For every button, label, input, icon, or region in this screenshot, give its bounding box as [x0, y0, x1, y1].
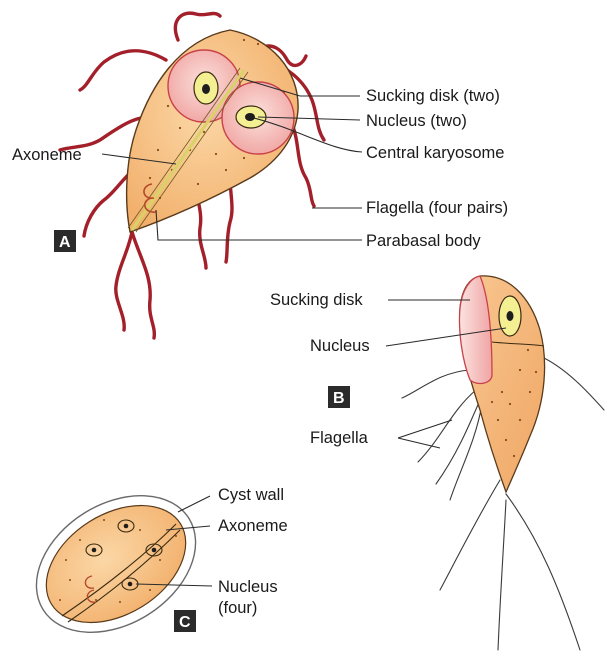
label-nucleus-b: Nucleus	[310, 337, 370, 355]
flagellum-a11	[132, 232, 154, 338]
panel-label-a: A	[59, 234, 71, 251]
flagellum-b5	[540, 356, 604, 410]
label-parabasal-body: Parabasal body	[366, 232, 481, 250]
leader-cyst-wall	[178, 496, 210, 512]
label-sucking-disk-b: Sucking disk	[270, 291, 363, 309]
label-central-karyosome: Central karyosome	[366, 144, 504, 162]
flagellum-b8	[506, 494, 580, 650]
panel-label-c: C	[179, 614, 191, 631]
karyosome-b	[507, 311, 514, 321]
cyst: Cyst wall Axoneme Nucleus (four) C	[11, 468, 287, 653]
flagellum-b3	[436, 400, 480, 484]
flagellum-a10	[116, 232, 132, 330]
label-flagella-b: Flagella	[310, 429, 369, 447]
label-flagella-four-pairs: Flagella (four pairs)	[366, 199, 508, 217]
label-nucleus-four: (four)	[218, 599, 257, 617]
label-axoneme-a: Axoneme	[12, 146, 82, 164]
karyosome-left	[202, 84, 210, 94]
leader-parabasal	[156, 210, 362, 240]
label-nucleus-two: Nucleus (two)	[366, 112, 467, 130]
flagellum-b2	[418, 390, 476, 462]
label-nucleus-c: Nucleus	[218, 578, 278, 596]
flagellum-b7	[498, 500, 506, 650]
flagellum-b1	[402, 370, 470, 398]
label-axoneme-c: Axoneme	[218, 517, 288, 535]
flagellum-a7	[292, 124, 314, 206]
label-sucking-disk-two: Sucking disk (two)	[366, 87, 500, 105]
panel-label-b: B	[333, 390, 345, 407]
flagellum-b6	[440, 480, 500, 590]
flagellum-a2	[80, 51, 166, 90]
karyosome-right	[245, 113, 255, 121]
flagellum-b4	[450, 404, 482, 500]
label-cyst-wall: Cyst wall	[218, 486, 284, 504]
trophozoite-front-view: Sucking disk (two) Nucleus (two) Central…	[12, 13, 508, 338]
trophozoite-side-view: Sucking disk Nucleus Flagella B	[270, 276, 604, 650]
